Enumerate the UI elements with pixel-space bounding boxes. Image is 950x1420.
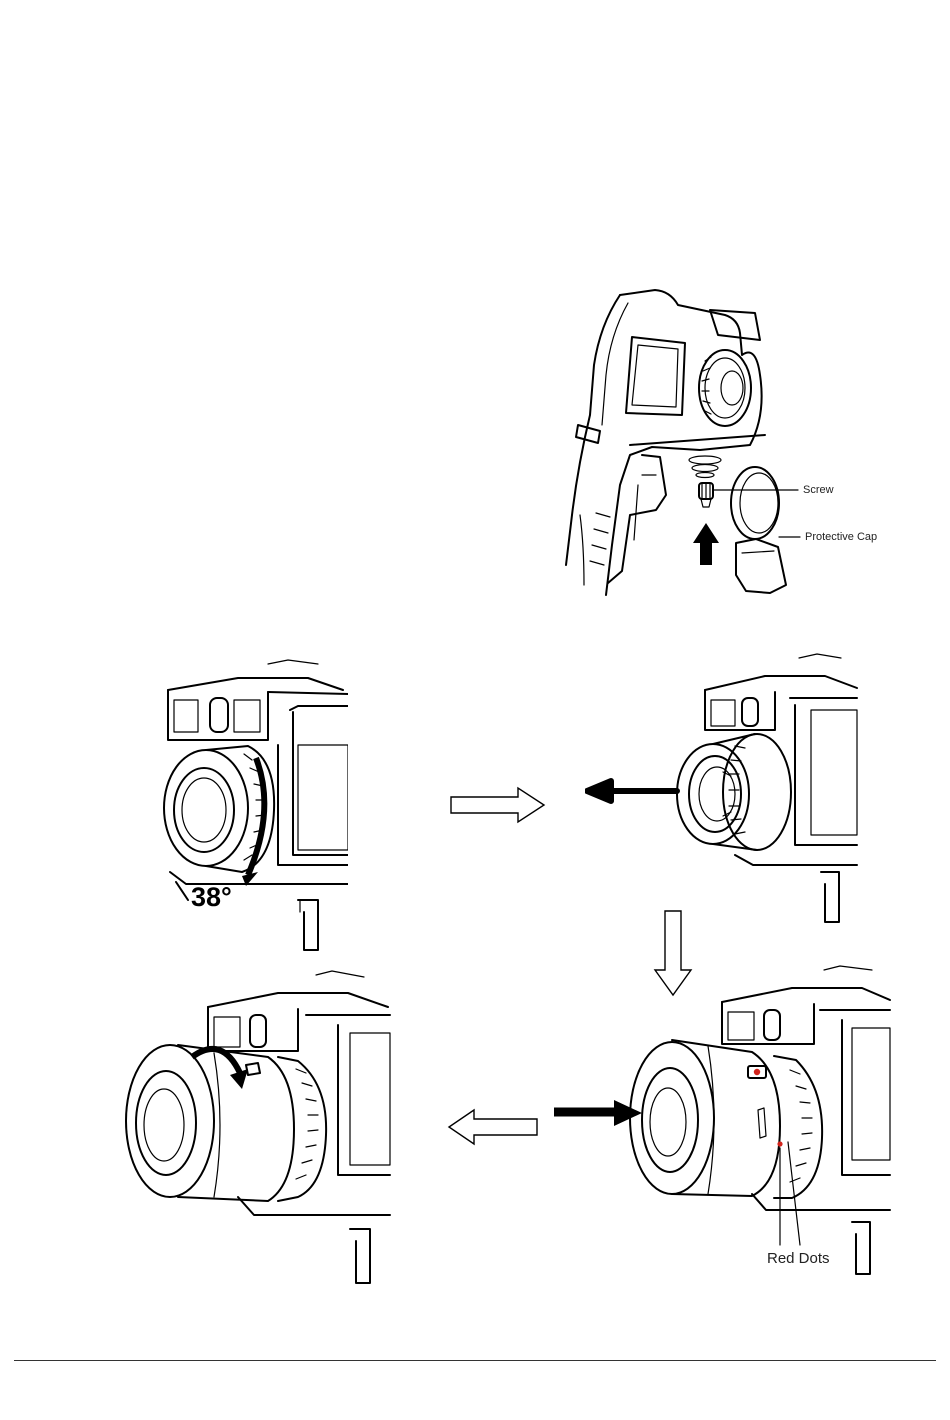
red-dot-marker [754,1069,760,1075]
protective-cap-callout-label: Protective Cap [805,531,877,543]
step2-remove-lens-illustration [585,650,860,930]
red-dots-label: Red Dots [767,1250,830,1267]
red-dot-marker [777,1141,782,1146]
screw-callout-label: Screw [803,484,834,496]
step1-rotate-lens-illustration: 38° [158,650,348,955]
step3-lock-lens-illustration [118,965,393,1295]
rotation-angle-label: 38° [191,882,232,913]
footer-divider [14,1360,936,1361]
camera-screw-cap-illustration: Screw Protective Cap [560,285,890,620]
left-hollow-arrow-icon [446,1107,540,1147]
step4-insert-lens-illustration: Red Dots [552,960,892,1300]
right-hollow-arrow-icon [448,785,548,825]
